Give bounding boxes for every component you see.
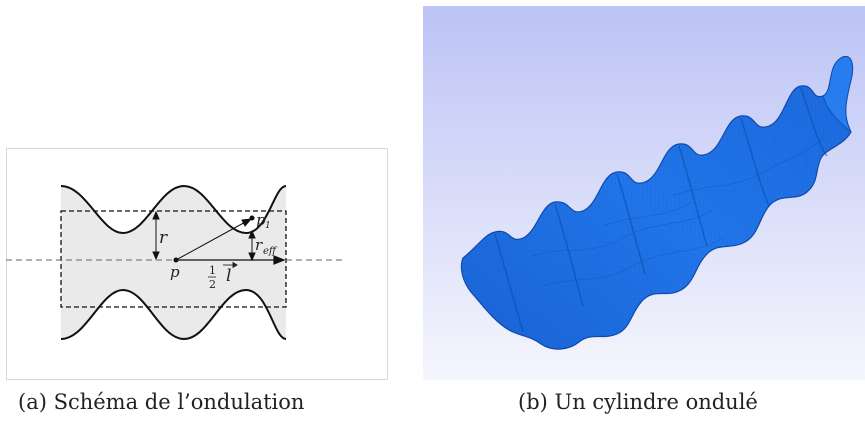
label-half-numerator: 1 <box>209 264 216 277</box>
ridge-shading <box>494 87 828 333</box>
voxel-texture <box>461 56 853 350</box>
point-p-dot <box>173 257 179 263</box>
p-to-p1-vector <box>175 218 253 261</box>
label-r-eff: r <box>255 236 263 254</box>
label-p: p <box>170 263 180 281</box>
radius-arrow <box>152 210 160 261</box>
undulated-region-fill <box>61 186 286 339</box>
caption-a: (a) Schéma de l’ondulation <box>18 390 305 414</box>
label-l: l <box>226 266 231 286</box>
label-p1: p <box>256 211 266 229</box>
surface-contours <box>532 137 824 287</box>
l-vector-arrow-icon <box>223 261 238 269</box>
lower-wave-curve <box>60 288 287 341</box>
effective-cylinder-rect <box>60 210 287 308</box>
label-half-denominator: 2 <box>209 278 216 291</box>
undulated-cylinder-render <box>423 6 865 380</box>
upper-wave-curve <box>60 184 287 235</box>
effective-radius-arrow <box>248 229 256 262</box>
label-p1-subscript: 1 <box>265 221 271 231</box>
point-p1-dot <box>249 215 255 221</box>
undulation-diagram: r p p 1 r eff 1 2 l <box>6 148 388 380</box>
caption-b: (b) Un cylindre ondulé <box>518 390 758 414</box>
half-l-vector <box>176 255 286 265</box>
label-r-eff-subscript: eff <box>263 246 278 257</box>
label-r: r <box>159 228 168 248</box>
end-cap <box>822 56 853 133</box>
